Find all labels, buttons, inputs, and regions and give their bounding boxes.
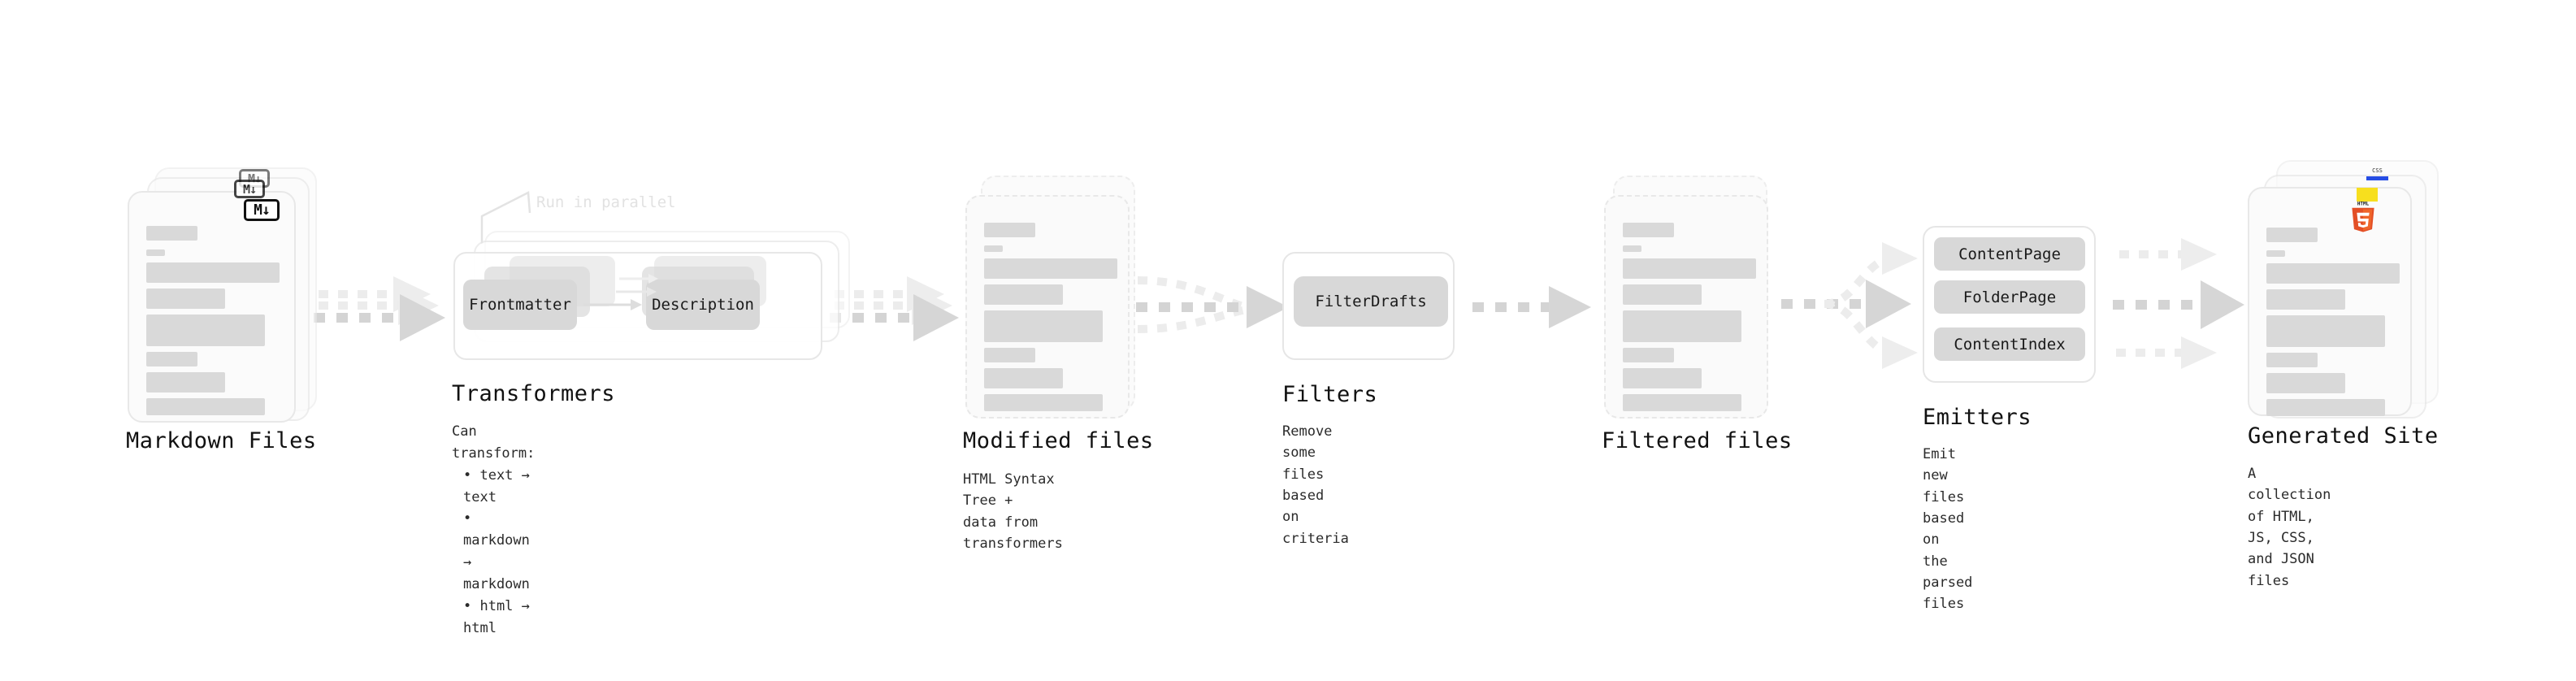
chip-label: FilterDrafts bbox=[1315, 293, 1427, 310]
skeleton-bar bbox=[984, 368, 1063, 388]
stage-title-transformers: Transformers bbox=[452, 381, 616, 406]
skeleton-bar bbox=[984, 284, 1063, 305]
skeleton-bar bbox=[1623, 284, 1702, 305]
chip-label: ContentIndex bbox=[1954, 335, 2066, 354]
skeleton-bar bbox=[146, 288, 225, 309]
chip-label: FolderPage bbox=[1962, 288, 2057, 306]
stage-title-filtered-files: Filtered files bbox=[1602, 428, 1793, 453]
emitter-chip-contentindex[interactable]: ContentIndex bbox=[1934, 327, 2085, 361]
skeleton-bar bbox=[984, 310, 1103, 342]
markdown-card-front bbox=[128, 191, 296, 423]
bullet-item: • text → text bbox=[463, 466, 530, 505]
stage-subtitle-modified-files: HTML Syntax Tree + data from transformer… bbox=[963, 471, 1063, 553]
filtered-card-front bbox=[1604, 195, 1768, 419]
skeleton-bar bbox=[146, 352, 197, 367]
skeleton-bar bbox=[2266, 250, 2285, 257]
skeleton-bar bbox=[2266, 315, 2385, 347]
bullet-item: • html → html bbox=[463, 597, 530, 636]
skeleton-bar bbox=[984, 348, 1035, 362]
skeleton-bar bbox=[1623, 394, 1741, 411]
skeleton-bar bbox=[146, 226, 197, 241]
run-in-parallel-note: Run in parallel bbox=[536, 193, 676, 211]
css-icon bbox=[2366, 176, 2388, 180]
skeleton-bar bbox=[1623, 258, 1756, 279]
skeleton-bar bbox=[2266, 228, 2318, 242]
bullet-item: • markdown → markdown bbox=[463, 510, 530, 593]
skeleton-bar bbox=[984, 245, 1003, 252]
stage-subtitle-generated-site: A collection of HTML, JS, CSS, and JSON … bbox=[2248, 466, 2331, 589]
transformer-chip-description[interactable]: Description bbox=[646, 280, 760, 330]
connector-modified-to-filters bbox=[1136, 276, 1289, 333]
skeleton-bar bbox=[146, 372, 225, 393]
stage-title-modified-files: Modified files bbox=[963, 428, 1154, 453]
transformer-chip-frontmatter[interactable]: Frontmatter bbox=[463, 280, 577, 330]
connector-filtered-to-emitters bbox=[1781, 242, 1918, 369]
skeleton-bar bbox=[984, 258, 1117, 279]
site-card-front bbox=[2248, 187, 2412, 416]
stage-subtitle-filters: Remove some files based on criteria bbox=[1282, 423, 1349, 547]
skeleton-bar bbox=[2266, 353, 2318, 367]
skeleton-bar bbox=[146, 398, 265, 415]
chip-label: Frontmatter bbox=[469, 296, 571, 314]
skeleton-bar bbox=[2266, 289, 2345, 310]
skeleton-bar bbox=[1623, 310, 1741, 342]
skeleton-bar bbox=[146, 262, 280, 283]
css-icon-label: CSS bbox=[2372, 167, 2383, 174]
html5-icon: HTML bbox=[2349, 199, 2377, 233]
skeleton-bar bbox=[1623, 245, 1641, 252]
javascript-icon bbox=[2357, 188, 2378, 202]
connector-md-to-transformers bbox=[314, 276, 445, 341]
transformers-bullets: Can transform: • text → text • markdown … bbox=[452, 421, 535, 640]
bullets-heading: Can transform: bbox=[452, 423, 536, 462]
connector-filters-to-filtered bbox=[1472, 286, 1591, 328]
markdown-icon: M↓ bbox=[244, 199, 280, 221]
skeleton-bar bbox=[984, 394, 1103, 411]
skeleton-bar bbox=[1623, 223, 1674, 237]
skeleton-bar bbox=[2266, 263, 2400, 284]
connector-emitters-to-site bbox=[2113, 238, 2244, 369]
svg-text:HTML: HTML bbox=[2357, 201, 2370, 206]
skeleton-bar bbox=[1623, 368, 1702, 388]
stage-title-filters: Filters bbox=[1282, 382, 1378, 407]
skeleton-bar bbox=[146, 314, 265, 346]
skeleton-bar bbox=[2266, 399, 2385, 416]
emitter-chip-folderpage[interactable]: FolderPage bbox=[1934, 280, 2085, 314]
emitter-chip-contentpage[interactable]: ContentPage bbox=[1934, 237, 2085, 271]
chip-label: ContentPage bbox=[1958, 245, 2061, 263]
stage-title-emitters: Emitters bbox=[1923, 405, 2032, 430]
skeleton-bar bbox=[2266, 373, 2345, 393]
filter-chip-filterdrafts[interactable]: FilterDrafts bbox=[1294, 276, 1448, 327]
skeleton-bar bbox=[146, 249, 165, 256]
stage-title-markdown-files: Markdown Files bbox=[126, 428, 317, 453]
skeleton-bar bbox=[1623, 348, 1674, 362]
chip-label: Description bbox=[652, 296, 754, 314]
markdown-icon: M↓ bbox=[234, 180, 265, 198]
skeleton-bar bbox=[984, 223, 1035, 237]
stage-subtitle-emitters: Emit new files based on the parsed files bbox=[1923, 446, 1973, 613]
html5-shield: HTML bbox=[2352, 201, 2374, 232]
modified-card-front bbox=[965, 195, 1130, 419]
stage-title-generated-site: Generated Site bbox=[2248, 423, 2439, 449]
